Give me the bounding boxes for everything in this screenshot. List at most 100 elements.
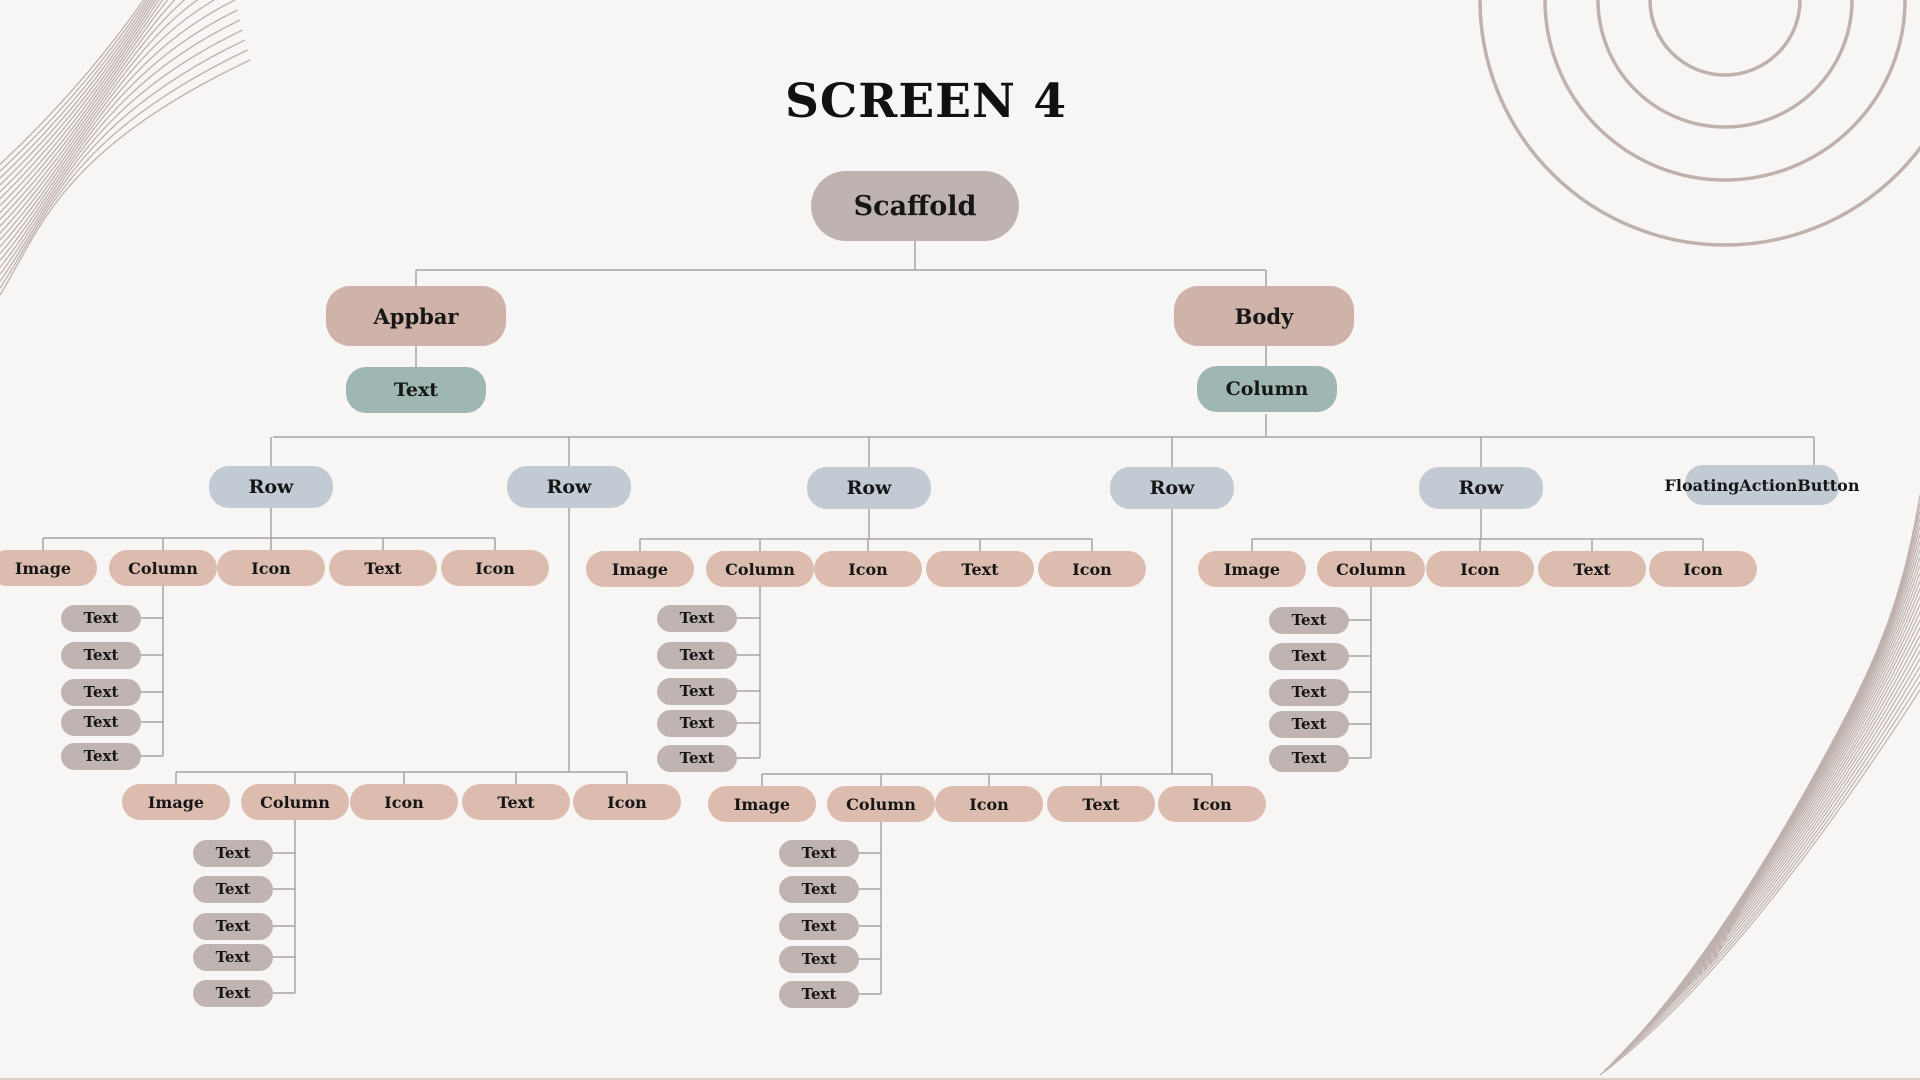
- decorative-line: [1604, 681, 1920, 1071]
- decorative-line: [0, 0, 150, 179]
- icon-node: Icon: [441, 550, 549, 586]
- image-node: Image: [1198, 551, 1306, 587]
- icon-node: Icon: [350, 784, 458, 820]
- appbar-text-node: Text: [346, 367, 486, 413]
- column-text-node: Text: [61, 742, 141, 770]
- body-node: Body: [1174, 286, 1354, 346]
- body-column-node: Column: [1197, 366, 1337, 412]
- decorative-line: [1608, 674, 1920, 1067]
- icon-node: Icon: [573, 784, 681, 820]
- column-node: Column: [109, 550, 217, 586]
- column-text-node: Text: [193, 839, 273, 867]
- column-text-node: Text: [779, 980, 859, 1008]
- decorative-line: [1645, 611, 1920, 1030]
- decorative-line: [0, 0, 164, 213]
- decorative-line: [0, 0, 236, 255]
- decorative-line: [1648, 0, 1802, 77]
- column-text-node: Text: [1269, 744, 1349, 772]
- column-text-node: Text: [779, 875, 859, 903]
- column-text-node: Text: [657, 677, 737, 705]
- column-text-node: Text: [779, 912, 859, 940]
- column-text-node: Text: [193, 943, 273, 971]
- column-text-node: Text: [61, 604, 141, 632]
- column-text-node: Text: [193, 875, 273, 903]
- decorative-line: [0, 29, 243, 275]
- text-node: Text: [1538, 551, 1646, 587]
- column-text-node: Text: [61, 708, 141, 736]
- row-node: Row: [1110, 467, 1234, 509]
- decorative-line: [1672, 565, 1920, 1003]
- text-node: Text: [329, 550, 437, 586]
- floating-action-button-node: FloatingActionButton: [1665, 465, 1859, 505]
- decorative-line: [1695, 526, 1920, 980]
- decorative-line: [0, 0, 199, 241]
- row-node: Row: [209, 466, 333, 508]
- decorative-line: [0, 0, 155, 193]
- icon-node: Icon: [1649, 551, 1757, 587]
- decorative-line: [0, 19, 241, 268]
- column-text-node: Text: [193, 912, 273, 940]
- appbar-node: Appbar: [326, 286, 506, 346]
- decorative-line: [1690, 533, 1920, 985]
- column-text-node: Text: [779, 839, 859, 867]
- decorative-line: [0, 0, 152, 186]
- decorative-line: [0, 59, 251, 296]
- decorative-line: [1676, 557, 1920, 998]
- decorative-line: [0, 0, 186, 234]
- text-node: Text: [926, 551, 1034, 587]
- decorative-line: [1596, 0, 1854, 129]
- decorative-line: [1478, 0, 1920, 247]
- image-node: Image: [0, 550, 97, 586]
- column-text-node: Text: [657, 709, 737, 737]
- row-node: Row: [507, 466, 631, 508]
- column-node: Column: [1317, 551, 1425, 587]
- image-node: Image: [122, 784, 230, 820]
- column-text-node: Text: [1269, 642, 1349, 670]
- bottom-divider: [0, 1078, 1920, 1080]
- column-node: Column: [827, 786, 935, 822]
- icon-node: Icon: [1158, 786, 1266, 822]
- column-text-node: Text: [1269, 606, 1349, 634]
- column-text-node: Text: [779, 945, 859, 973]
- scaffold-node: Scaffold: [811, 171, 1019, 241]
- row-node: Row: [807, 467, 931, 509]
- column-text-node: Text: [61, 678, 141, 706]
- column-text-node: Text: [1269, 710, 1349, 738]
- decorative-line: [1599, 689, 1920, 1076]
- row-node: Row: [1419, 467, 1543, 509]
- column-node: Column: [241, 784, 349, 820]
- column-text-node: Text: [657, 641, 737, 669]
- decorative-line: [0, 0, 169, 220]
- text-node: Text: [462, 784, 570, 820]
- decorative-line: [0, 39, 246, 282]
- decorative-line: [0, 0, 160, 207]
- decorative-line: [0, 49, 248, 289]
- column-text-node: Text: [61, 641, 141, 669]
- decorative-line: [1613, 666, 1920, 1062]
- decorative-line: [1713, 494, 1920, 962]
- image-node: Image: [708, 786, 816, 822]
- icon-node: Icon: [935, 786, 1043, 822]
- icon-node: Icon: [217, 550, 325, 586]
- decorative-line: [0, 0, 145, 165]
- column-node: Column: [706, 551, 814, 587]
- decorative-line: [1631, 635, 1920, 1044]
- decorative-line: [0, 0, 157, 200]
- column-text-node: Text: [193, 979, 273, 1007]
- decorative-line: [0, 9, 238, 262]
- icon-node: Icon: [1038, 551, 1146, 587]
- decorative-line: [0, 0, 147, 172]
- column-text-node: Text: [1269, 678, 1349, 706]
- tree-connectors: [42, 241, 1815, 995]
- image-node: Image: [586, 551, 694, 587]
- text-node: Text: [1047, 786, 1155, 822]
- decorative-line: [0, 0, 176, 227]
- decorative-line: [0, 0, 216, 248]
- column-text-node: Text: [657, 744, 737, 772]
- decorative-line: [1685, 541, 1920, 989]
- decorative-line: [1543, 0, 1907, 182]
- icon-node: Icon: [814, 551, 922, 587]
- decorative-line: [1635, 627, 1920, 1039]
